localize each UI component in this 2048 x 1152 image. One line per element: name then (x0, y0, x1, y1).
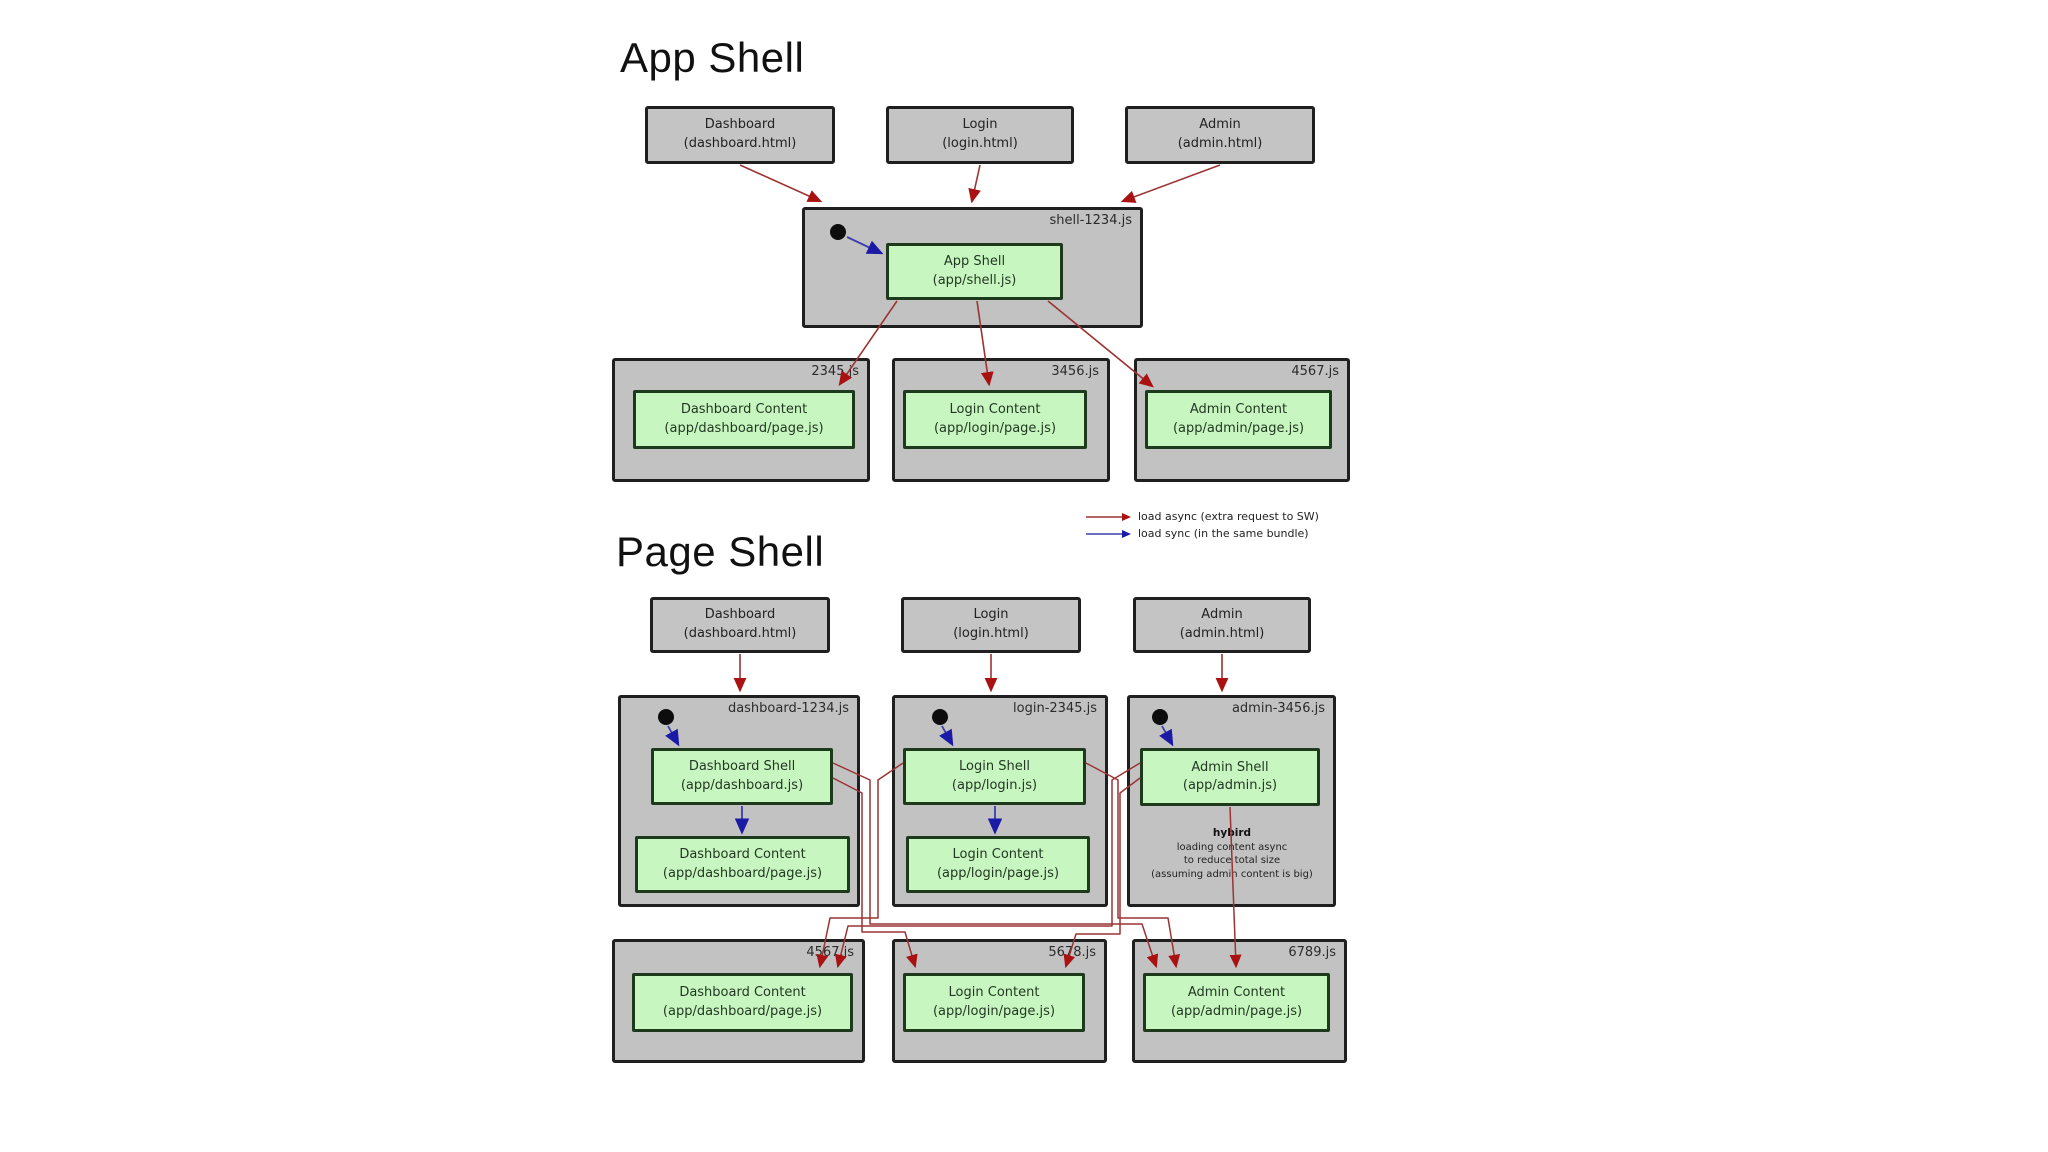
legend-sync-row: load sync (in the same bundle) (1086, 525, 1319, 542)
dashboard-content-module-box: Dashboard Content (app/dashboard/page.js… (633, 390, 855, 449)
login-content-bundle-box: Login Content (app/login/page.js) (903, 973, 1085, 1032)
bundle-label: 4567.js (806, 945, 854, 960)
dashboard-content-bundle-box: Dashboard Content (app/dashboard/page.js… (632, 973, 853, 1032)
module-title: Dashboard Content (679, 847, 806, 863)
bundle-label: 2345.js (811, 364, 859, 379)
bundle-label: login-2345.js (1013, 701, 1097, 716)
module-title: Dashboard Content (680, 402, 808, 418)
page-shell-dashboard-html-box: Dashboard (dashboard.html) (650, 597, 830, 653)
module-title: Admin Content (1187, 985, 1286, 1001)
module-path: (app/dashboard.js) (680, 777, 804, 793)
module-title: Login Content (952, 847, 1044, 863)
module-path: (app/admin/page.js) (1170, 1003, 1303, 1019)
box-title: Dashboard (704, 607, 776, 623)
box-title: Login (973, 607, 1009, 623)
module-path: (app/dashboard/page.js) (662, 865, 823, 881)
module-path: (app/admin/page.js) (1172, 420, 1305, 436)
app-shell-login-html-box: Login (login.html) (886, 106, 1074, 164)
box-title: Admin (1201, 607, 1243, 623)
admin-shell-module-box: Admin Shell (app/admin.js) (1140, 748, 1320, 806)
box-file: (login.html) (953, 626, 1029, 641)
module-title: Admin Content (1189, 402, 1288, 418)
admin-content-module-box: Admin Content (app/admin/page.js) (1145, 390, 1332, 449)
box-file: (admin.html) (1179, 626, 1265, 641)
hybrid-note-line2: to reduce total size (1183, 855, 1281, 866)
bundle-label: admin-3456.js (1231, 701, 1325, 716)
login-content-inline-module-box: Login Content (app/login/page.js) (906, 836, 1090, 893)
box-file: (login.html) (942, 136, 1018, 151)
legend-async-label: load async (extra request to SW) (1138, 510, 1319, 523)
module-title: Login Content (948, 985, 1040, 1001)
module-path: (app/login/page.js) (933, 420, 1057, 436)
dashboard-shell-module-box: Dashboard Shell (app/dashboard.js) (651, 748, 833, 805)
app-shell-dashboard-html-box: Dashboard (dashboard.html) (645, 106, 835, 164)
bundle-label: dashboard-1234.js (727, 701, 849, 716)
page-shell-admin-html-box: Admin (admin.html) (1133, 597, 1311, 653)
module-path: (app/login.js) (951, 777, 1038, 793)
bundle-label: 3456.js (1051, 364, 1099, 379)
box-title: Admin (1199, 117, 1241, 133)
module-path: (app/admin.js) (1182, 778, 1278, 793)
hybrid-note-line3: (assuming admin content is big) (1151, 868, 1313, 880)
module-title: Login Content (949, 402, 1041, 418)
legend-sync-label: load sync (in the same bundle) (1138, 527, 1309, 540)
box-file: (dashboard.html) (683, 136, 797, 151)
module-title: Login Shell (959, 759, 1030, 775)
dashboard-content-inline-module-box: Dashboard Content (app/dashboard/page.js… (635, 836, 850, 893)
module-path: (app/dashboard/page.js) (662, 1003, 823, 1019)
module-title: Dashboard Content (679, 985, 806, 1001)
module-path: (app/login/page.js) (932, 1003, 1056, 1019)
app-shell-section-title: App Shell (620, 34, 805, 81)
module-title: Dashboard Shell (688, 759, 796, 775)
box-file: (dashboard.html) (683, 626, 797, 641)
module-title: Admin Shell (1191, 759, 1269, 775)
app-shell-module-box: App Shell (app/shell.js) (886, 243, 1063, 300)
hybrid-note: hybird loading content async to reduce t… (1137, 827, 1327, 881)
bundle-label: 4567.js (1291, 364, 1339, 379)
module-path: (app/shell.js) (932, 272, 1017, 288)
legend: load async (extra request to SW) load sy… (1086, 508, 1319, 542)
page-shell-section-title: Page Shell (616, 528, 825, 575)
bundle-label: shell-1234.js (1049, 213, 1132, 228)
box-title: Dashboard (704, 117, 776, 133)
page-shell-login-html-box: Login (login.html) (901, 597, 1081, 653)
module-path: (app/dashboard/page.js) (664, 420, 824, 436)
bundle-label: 5678.js (1048, 945, 1096, 960)
hybrid-note-line1: loading content async (1176, 841, 1288, 853)
module-path: (app/login/page.js) (936, 865, 1060, 881)
async-arrow-icon (1086, 512, 1131, 521)
hybrid-note-heading: hybird (1212, 827, 1252, 839)
sync-arrow-icon (1086, 529, 1131, 538)
app-shell-admin-html-box: Admin (admin.html) (1125, 106, 1315, 164)
login-shell-module-box: Login Shell (app/login.js) (903, 748, 1086, 805)
bundle-label: 6789.js (1288, 945, 1336, 960)
module-title: App Shell (943, 254, 1006, 270)
legend-async-row: load async (extra request to SW) (1086, 508, 1319, 525)
login-content-module-box: Login Content (app/login/page.js) (903, 390, 1087, 449)
box-file: (admin.html) (1177, 136, 1263, 151)
box-title: Login (962, 117, 998, 133)
admin-content-bundle-box: Admin Content (app/admin/page.js) (1143, 973, 1330, 1032)
